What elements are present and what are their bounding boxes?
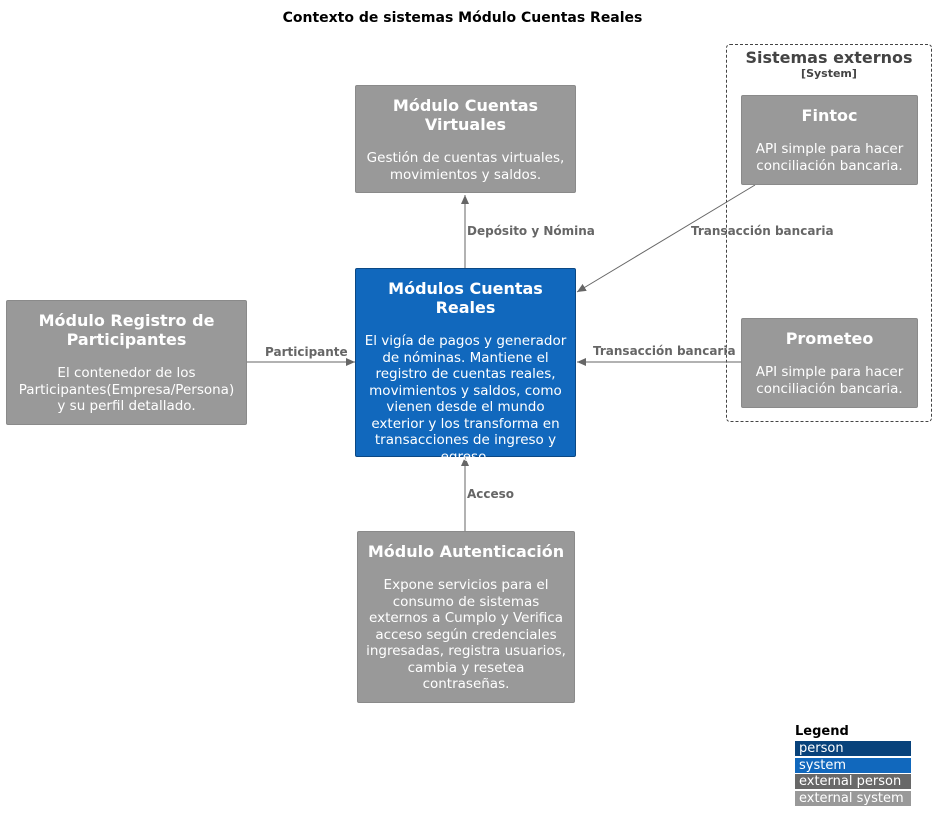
label-participante: Participante [265, 345, 348, 359]
legend-item-external-system: external system [795, 790, 911, 806]
legend-title: Legend [795, 724, 849, 739]
diagram-title: Contexto de sistemas Módulo Cuentas Real… [282, 10, 643, 26]
label-deposito-nomina: Depósito y Nómina [467, 224, 595, 238]
node-description: Expone servicios para el consumo de sist… [366, 577, 566, 692]
boundary-title: Sistemas externos [745, 48, 913, 67]
node-title: Prometeo [785, 329, 874, 348]
node-modulos-cuentas-reales[interactable]: Módulos Cuentas Reales El vigía de pagos… [355, 268, 576, 465]
legend-item-system: system [795, 757, 911, 773]
node-title: Módulo Autenticación [367, 542, 565, 561]
node-title: Módulos Cuentas Reales [388, 279, 543, 317]
node-prometeo[interactable]: Prometeo API simple para hacer conciliac… [741, 318, 918, 408]
node-description: El contenedor de los Participantes(Empre… [18, 365, 235, 414]
boundary-subtitle: [System] [801, 67, 857, 80]
arrow-fintoc [576, 184, 756, 293]
node-modulo-cuentas-virtuales[interactable]: Módulo Cuentas Virtuales Gestión de cuen… [355, 85, 576, 193]
node-description: El vigía de pagos y generador de nóminas… [364, 333, 567, 465]
node-description: API simple para hacer conciliación banca… [755, 141, 904, 174]
node-title: Fintoc [801, 106, 858, 125]
legend-item-external-person: external person [795, 774, 911, 789]
label-transaccion-fintoc: Transacción bancaria [691, 224, 834, 238]
node-title: Módulo Registro de Participantes [38, 311, 215, 349]
node-description: API simple para hacer conciliación banca… [755, 364, 904, 397]
node-description: Gestión de cuentas virtuales, movimiento… [366, 150, 565, 183]
legend: Legend person system external person ext… [795, 724, 911, 807]
node-title: Módulo Cuentas Virtuales [392, 96, 539, 134]
external-systems-boundary: Sistemas externos [System] [726, 44, 932, 422]
label-transaccion-prometeo: Transacción bancaria [593, 344, 736, 358]
label-acceso: Acceso [467, 487, 515, 501]
node-modulo-registro-participantes[interactable]: Módulo Registro de Participantes El cont… [6, 300, 247, 425]
legend-item-person: person [795, 741, 911, 756]
node-modulo-autenticacion[interactable]: Módulo Autenticación Expone servicios pa… [357, 531, 575, 703]
node-fintoc[interactable]: Fintoc API simple para hacer conciliació… [741, 95, 918, 185]
